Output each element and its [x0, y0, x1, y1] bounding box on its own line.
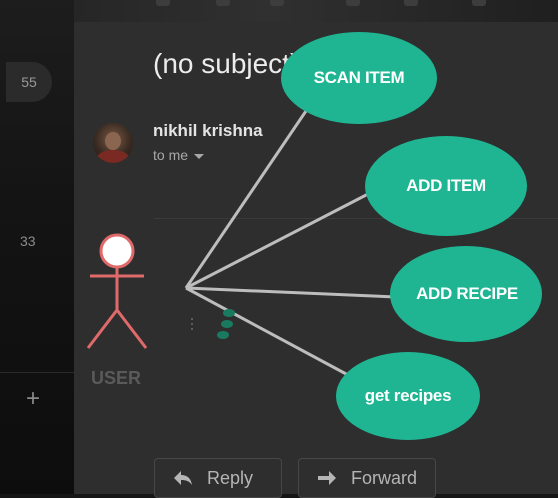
recipient-details-toggle[interactable]: to me [153, 147, 205, 163]
reply-button[interactable]: Reply [154, 458, 282, 498]
use-case-label: SCAN ITEM [313, 68, 405, 87]
scribble-mark [221, 320, 233, 328]
toolbar-icon[interactable] [270, 0, 284, 6]
top-toolbar-strip [74, 0, 558, 22]
toolbar-icon[interactable] [404, 0, 418, 6]
chevron-down-icon [194, 153, 205, 159]
toolbar-icon[interactable] [346, 0, 360, 6]
forward-label: Forward [351, 467, 418, 488]
forward-button[interactable]: Forward [298, 458, 436, 498]
unread-count-badge[interactable]: 55 [6, 62, 52, 102]
use-case-scan-item [281, 32, 437, 124]
use-case-get-recipes [336, 352, 480, 440]
toolbar-icon[interactable] [472, 0, 486, 6]
email-subject: (no subject) [153, 48, 300, 79]
toolbar-icon[interactable] [156, 0, 170, 6]
avatar[interactable] [93, 123, 133, 163]
actor-left-leg [86, 309, 119, 349]
avatar-shirt [97, 150, 129, 163]
use-case-label: ADD RECIPE [416, 284, 518, 303]
use-case-label: get recipes [364, 386, 452, 405]
header-divider [154, 218, 558, 219]
actor-right-leg [115, 309, 148, 349]
reply-label: Reply [207, 467, 254, 488]
connector-scan-item [184, 107, 310, 289]
connector-add-item [185, 191, 371, 290]
sidebar-divider [0, 372, 74, 373]
connector-get-recipes [185, 286, 349, 377]
sender-name[interactable]: nikhil krishna [153, 121, 263, 140]
toolbar-icon[interactable] [216, 0, 230, 6]
use-case-label: ADD ITEM [406, 176, 486, 195]
actor-head [99, 233, 135, 269]
use-case-add-recipe [390, 246, 542, 342]
scribble-mark [217, 331, 229, 339]
forward-icon [318, 471, 336, 485]
avatar-face [105, 132, 121, 150]
actor-stick-figure [86, 233, 148, 349]
recipient-line: to me [153, 147, 189, 163]
reply-icon [174, 471, 192, 485]
actor-label: USER [91, 368, 142, 388]
label-count: 33 [20, 233, 36, 249]
scribble-mark [223, 309, 235, 317]
connector-add-recipe [185, 286, 397, 299]
add-label-icon[interactable]: + [25, 385, 40, 412]
use-case-add-item [365, 136, 527, 236]
